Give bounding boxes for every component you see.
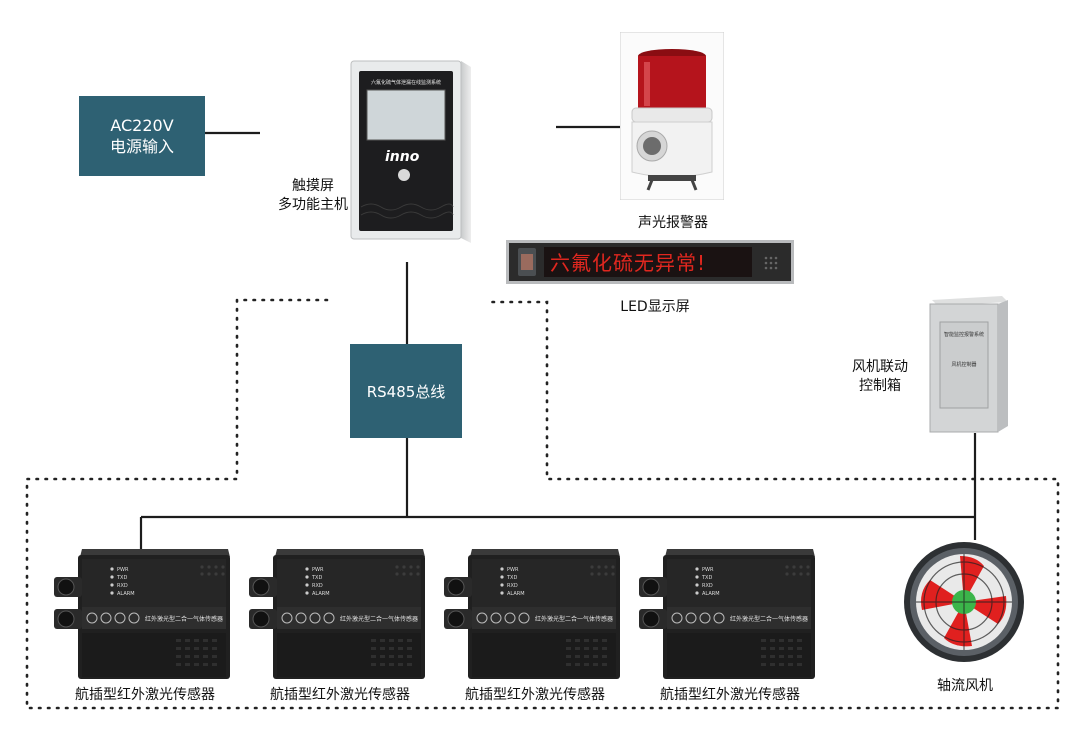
sensor-led-label: ALARM [702,591,720,597]
fan-control-plate-line1: 智能监控报警系统 [944,331,984,338]
sensor-led-label: ALARM [507,591,525,597]
sensor-device-4: PWR TXD RXD ALARM 红外激光型二合一气体传感器 [639,549,815,679]
main-host-label-line1: 触摸屏 [292,178,334,194]
sensor-led-indicator [110,591,114,595]
sensor-led-indicator [305,583,309,587]
main-host-label-line2: 多功能主机 [278,197,348,213]
sensor-led-indicator [695,591,699,595]
sensor-led-indicator [500,567,504,571]
sensor-led-label: PWR [507,567,519,573]
sensor-device-2: PWR TXD RXD ALARM 红外激光型二合一气体传感器 [249,549,425,679]
power-input-line1: AC220V [110,116,174,135]
sensor-led-indicator [110,583,114,587]
sensor-led-label: PWR [117,567,129,573]
main-host-label: 触摸屏 多功能主机 [268,177,358,215]
sensor-led-indicator [695,575,699,579]
sensor-led-label: ALARM [312,591,330,597]
sensor-device-text: 红外激光型二合一气体传感器 [535,615,613,623]
sensor-led-label: RXD [312,583,323,589]
sensor-led-label: PWR [312,567,324,573]
fan-control-label-line2: 控制箱 [859,378,901,394]
dotted-zones [25,298,1060,710]
rs485-bus-box: RS485总线 [350,344,462,438]
sensor-device-text: 红外激光型二合一气体传感器 [145,615,223,623]
sensor-led-label: TXD [311,575,322,581]
led-display-label: LED显示屏 [620,299,690,315]
fan-control-label: 风机联动 控制箱 [838,358,922,396]
fan-control-plate-line2: 风机控制器 [951,361,976,368]
sensor-led-indicator [110,567,114,571]
sensor-label-4: 航插型红外激光传感器 [660,687,800,703]
main-host-device: inno 六氟化硫气体泄漏在线监测系统 [350,60,471,243]
sensor-led-indicator [500,591,504,595]
sensor-device-text: 红外激光型二合一气体传感器 [730,615,808,623]
sensor-led-indicator [305,575,309,579]
led-message: 六氟化硫无异常! [550,251,706,275]
sensor-led-label: RXD [702,583,713,589]
sensor-led-indicator [305,567,309,571]
alarm-device [620,32,724,200]
host-brand-text: inno [385,149,420,165]
led-display-device: 六氟化硫无异常! [506,240,794,284]
sensor-label-3: 航插型红外激光传感器 [465,687,605,703]
host-panel-title: 六氟化硫气体泄漏在线监测系统 [371,79,441,86]
axial-fan-device [904,542,1024,662]
left-dotted-region [25,298,1060,710]
power-input-line2: 电源输入 [109,137,174,156]
sensor-device-3: PWR TXD RXD ALARM 红外激光型二合一气体传感器 [444,549,620,679]
sensor-led-label: ALARM [117,591,135,597]
sensor-led-label: RXD [117,583,128,589]
sensor-led-indicator [695,567,699,571]
sensor-device-1: PWR TXD RXD ALARM 红外激光型二合一气体传感器 [54,549,230,679]
sensor-led-indicator [695,583,699,587]
sensor-led-label: TXD [506,575,517,581]
sensor-led-label: RXD [507,583,518,589]
sensor-led-indicator [305,591,309,595]
fan-label: 轴流风机 [937,678,993,694]
fan-control-box: 智能监控报警系统 风机控制器 [929,296,1008,433]
sensor-led-indicator [110,575,114,579]
sensor-led-label: TXD [116,575,127,581]
rs485-bus-label: RS485总线 [366,382,446,401]
power-input-box: AC220V 电源输入 [79,96,205,176]
fan-control-label-line1: 风机联动 [852,359,908,375]
sensor-led-indicator [500,583,504,587]
sensor-led-label: PWR [702,567,714,573]
sensor-label-2: 航插型红外激光传感器 [270,687,410,703]
host-power-knob [398,169,410,181]
sensor-led-indicator [500,575,504,579]
sensor-led-label: TXD [701,575,712,581]
sensor-label-1: 航插型红外激光传感器 [75,687,215,703]
sensor-device-text: 红外激光型二合一气体传感器 [340,615,418,623]
alarm-label: 声光报警器 [638,215,708,231]
